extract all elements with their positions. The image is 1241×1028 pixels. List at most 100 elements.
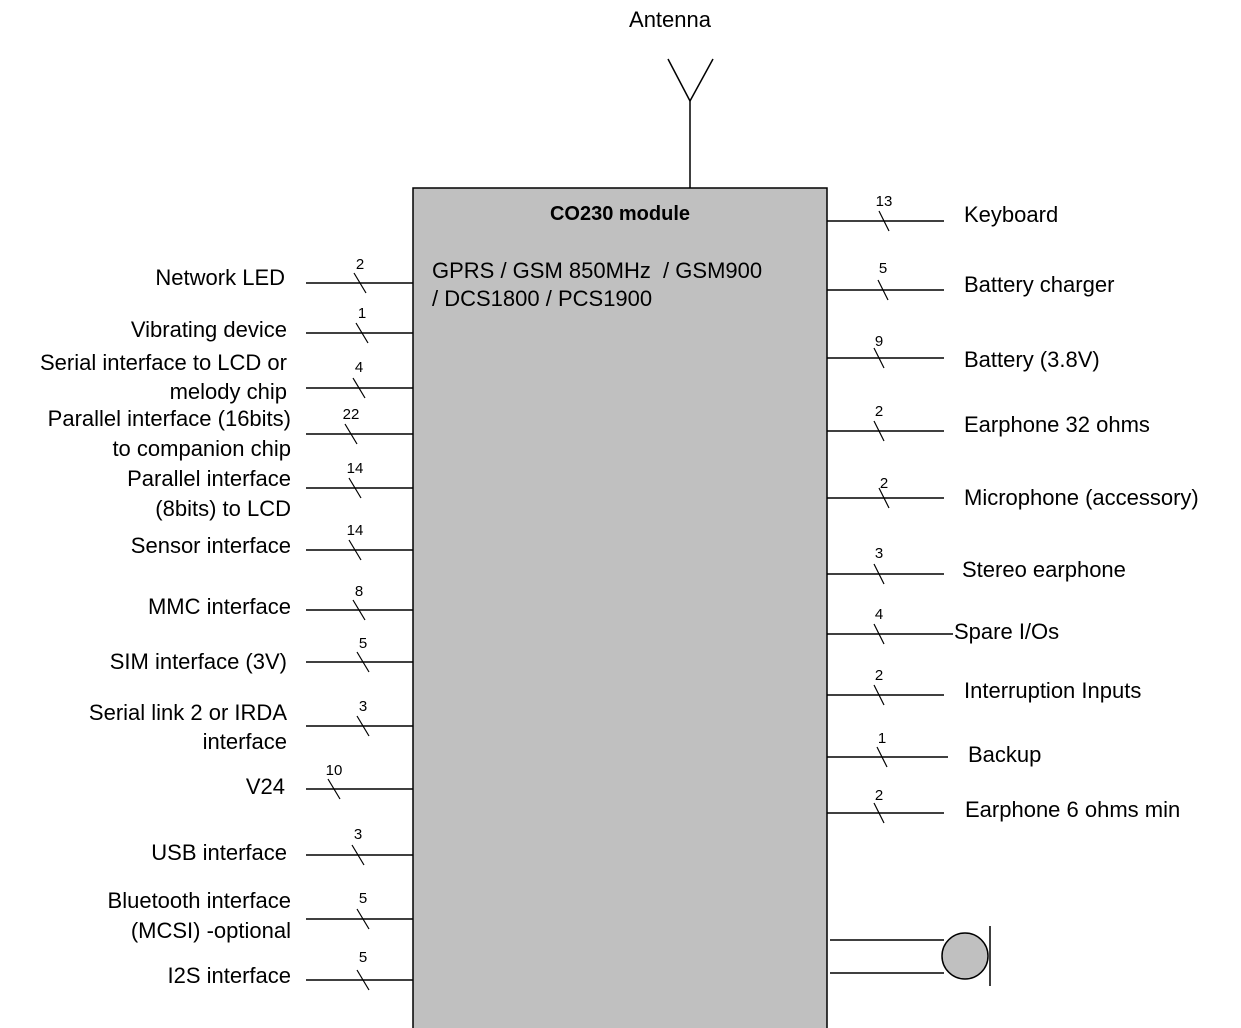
signal-label: Vibrating device	[131, 317, 287, 342]
module-bands-line2: / DCS1800 / PCS1900	[432, 286, 652, 311]
signal-label: Serial link 2 or IRDA	[89, 700, 287, 725]
signal-count: 2	[880, 475, 888, 492]
signal-label: I2S interface	[167, 963, 291, 988]
signal-count: 9	[875, 333, 883, 350]
signal-label: USB interface	[151, 840, 287, 865]
bus-slash	[353, 272, 367, 294]
signal-count: 14	[347, 460, 364, 477]
bus-slash	[878, 487, 890, 509]
signal-count: 5	[359, 949, 367, 966]
signal-label: (8bits) to LCD	[155, 496, 291, 521]
bus-slash	[356, 969, 370, 991]
signal-count: 2	[356, 256, 364, 273]
bus-slash	[873, 623, 885, 645]
signal-label: SIM interface (3V)	[110, 649, 287, 674]
signal-count: 1	[358, 305, 366, 322]
signal-count: 4	[355, 359, 363, 376]
signal-label: melody chip	[170, 379, 287, 404]
signal-count: 13	[876, 193, 893, 210]
signal-label: MMC interface	[148, 594, 291, 619]
signal-count: 4	[875, 606, 883, 623]
antenna: Antenna	[629, 7, 714, 188]
signal-label: Interruption Inputs	[964, 678, 1141, 703]
bus-slash	[356, 651, 370, 673]
bus-slash	[873, 347, 885, 369]
bus-slash	[873, 684, 885, 706]
bus-slash	[344, 423, 358, 445]
signal-count: 14	[347, 522, 364, 539]
signal-label: Parallel interface	[127, 466, 291, 491]
left-signal: 5 Bluetooth interface (MCSI) -optional	[108, 888, 413, 943]
signal-count: 8	[355, 583, 363, 600]
signal-label: Network LED	[155, 265, 285, 290]
signal-label: Earphone 32 ohms	[964, 412, 1150, 437]
signal-label: interface	[203, 729, 287, 754]
signal-label: (MCSI) -optional	[131, 918, 291, 943]
signal-label: Backup	[968, 742, 1041, 767]
bus-slash	[352, 599, 366, 621]
signal-count: 3	[354, 826, 362, 843]
bus-slash	[351, 844, 365, 866]
bus-slash	[348, 539, 362, 561]
module-title: CO230 module	[550, 203, 690, 225]
signal-label: Sensor interface	[131, 533, 291, 558]
signal-label: Earphone 6 ohms min	[965, 797, 1180, 822]
signal-label: Keyboard	[964, 202, 1058, 227]
antenna-label: Antenna	[629, 7, 712, 32]
signal-label: Parallel interface (16bits)	[48, 406, 291, 431]
bus-slash	[877, 279, 889, 301]
bus-slash	[327, 778, 341, 800]
signal-label: Battery (3.8V)	[964, 347, 1100, 372]
module-body	[412, 187, 828, 1028]
signal-count: 5	[879, 260, 887, 277]
signal-count: 5	[359, 635, 367, 652]
signal-count: 3	[875, 545, 883, 562]
signal-count: 22	[343, 406, 360, 423]
bus-slash	[352, 377, 366, 399]
signal-label: Stereo earphone	[962, 557, 1126, 582]
bus-slash	[348, 477, 362, 499]
signal-count: 10	[326, 762, 343, 779]
signal-count: 2	[875, 667, 883, 684]
signal-label: Serial interface to LCD or	[40, 350, 287, 375]
left-signal: 4 Serial interface to LCD or melody chip	[40, 350, 413, 404]
left-signal: 22 Parallel interface (16bits) to companio…	[48, 406, 413, 461]
bus-slash	[356, 715, 370, 737]
bus-slash	[873, 420, 885, 442]
bus-slash	[355, 322, 369, 344]
signal-label: Microphone (accessory)	[964, 485, 1199, 510]
signal-label: V24	[246, 774, 285, 799]
signal-label: Battery charger	[964, 272, 1114, 297]
bus-slash	[873, 802, 885, 824]
signal-count: 3	[359, 698, 367, 715]
bus-slash	[876, 746, 888, 768]
signal-label: to companion chip	[112, 436, 291, 461]
bus-slash	[878, 210, 890, 232]
signal-label: Spare I/Os	[954, 619, 1059, 644]
signal-count: 1	[878, 730, 886, 747]
signal-count: 5	[359, 890, 367, 907]
signal-label: Bluetooth interface	[108, 888, 291, 913]
antenna-icon	[667, 58, 714, 188]
speaker-icon	[830, 926, 991, 986]
bus-slash	[356, 908, 370, 930]
